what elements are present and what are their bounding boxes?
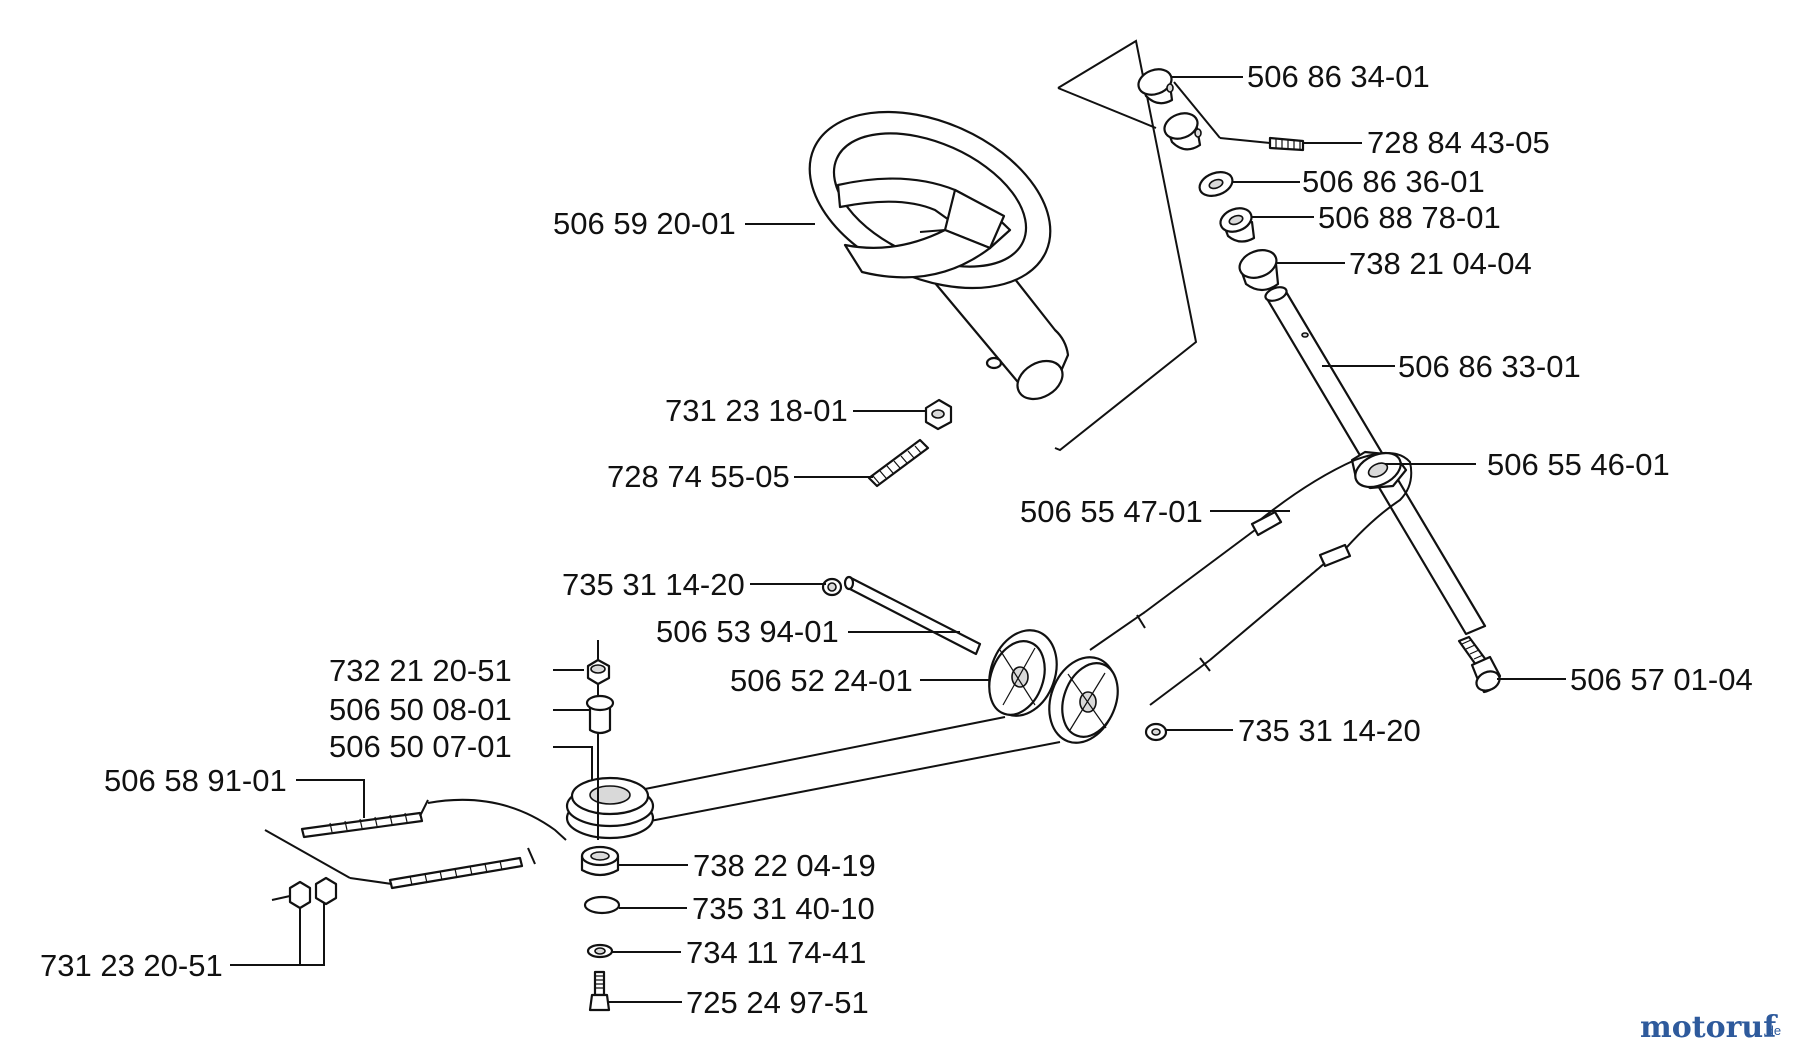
column-bushing: [1219, 207, 1256, 243]
shaft-circlip-upper: [821, 577, 843, 597]
part-label-506-86-34-01: 506 86 34-01: [1247, 59, 1430, 94]
part-label-731-23-20-51: 731 23 20-51: [40, 948, 223, 983]
motoruf-logo: motoruf .de: [1640, 1010, 1781, 1045]
tie-rods: [264, 798, 567, 890]
part-label-506-55-47-01: 506 55 47-01: [1020, 494, 1203, 529]
svg-text:motoruf: motoruf: [1640, 1010, 1778, 1045]
part-label-506-88-78-01: 506 88 78-01: [1318, 200, 1501, 235]
column-bracket-frame-left: [1057, 87, 1157, 129]
part-label-506-50-08-01: 506 50 08-01: [329, 692, 512, 727]
part-label-732-21-20-51: 732 21 20-51: [329, 653, 512, 688]
pulley-top-nut: [586, 658, 611, 686]
column-sprocket: [1350, 450, 1408, 490]
svg-text:.de: .de: [1763, 1023, 1781, 1038]
pulley-bolt: [588, 970, 611, 1012]
chain-cables: [1089, 510, 1352, 706]
pulley-retaining-ring: [583, 895, 621, 915]
steering-wheel: [808, 110, 1070, 401]
leader-lines: [230, 76, 1566, 1003]
pulley-washer: [586, 943, 614, 959]
column-collar-upper: [1137, 68, 1174, 105]
part-label-738-22-04-19: 738 22 04-19: [693, 848, 876, 883]
part-label-506-52-24-01: 506 52 24-01: [730, 663, 913, 698]
part-label-735-31-40-10: 735 31 40-10: [692, 891, 875, 926]
column-collar-lower: [1163, 112, 1202, 151]
part-label-731-23-18-01: 731 23 18-01: [665, 393, 848, 428]
lower-pulley: [565, 640, 655, 840]
column-bearing: [1238, 249, 1280, 292]
part-label-734-11-74-41: 734 11 74-41: [686, 935, 866, 970]
part-label-506-53-94-01: 506 53 94-01: [656, 614, 839, 649]
part-label-506-58-91-01: 506 58 91-01: [104, 763, 287, 798]
part-label-728-84-43-05: 728 84 43-05: [1367, 125, 1550, 160]
part-label-506-57-01-04: 506 57 01-04: [1570, 662, 1753, 697]
part-label-506-86-33-01: 506 86 33-01: [1398, 349, 1581, 384]
part-label-506-55-46-01: 506 55 46-01: [1487, 447, 1670, 482]
pulley-bearing: [580, 845, 620, 877]
double-pulley: [988, 629, 1119, 744]
column-bottom-bolt: [1457, 635, 1502, 694]
set-screw: [1268, 136, 1305, 152]
part-label-738-21-04-04: 738 21 04-04: [1349, 246, 1532, 281]
part-label-506-86-36-01: 506 86 36-01: [1302, 164, 1485, 199]
wheel-nut: [924, 398, 953, 431]
part-label-728-74-55-05: 728 74 55-05: [607, 459, 790, 494]
steering-chain: [1259, 452, 1413, 556]
part-label-506-50-07-01: 506 50 07-01: [329, 729, 512, 764]
part-label-506-59-20-01: 506 59 20-01: [553, 206, 736, 241]
wheel-bolt: [867, 438, 930, 488]
part-label-735-31-14-20-upper: 735 31 14-20: [562, 567, 745, 602]
pulley-shaft: [843, 575, 982, 656]
column-washer: [1198, 171, 1234, 197]
part-label-735-31-14-20-lower: 735 31 14-20: [1238, 713, 1421, 748]
tie-rod-nuts: [271, 876, 338, 910]
shaft-circlip-lower: [1144, 722, 1168, 742]
part-label-725-24-97-51: 725 24 97-51: [686, 985, 869, 1020]
drive-belt: [639, 716, 1061, 823]
column-bracket-frame: [1054, 39, 1198, 452]
pulley-spacer: [585, 694, 615, 735]
